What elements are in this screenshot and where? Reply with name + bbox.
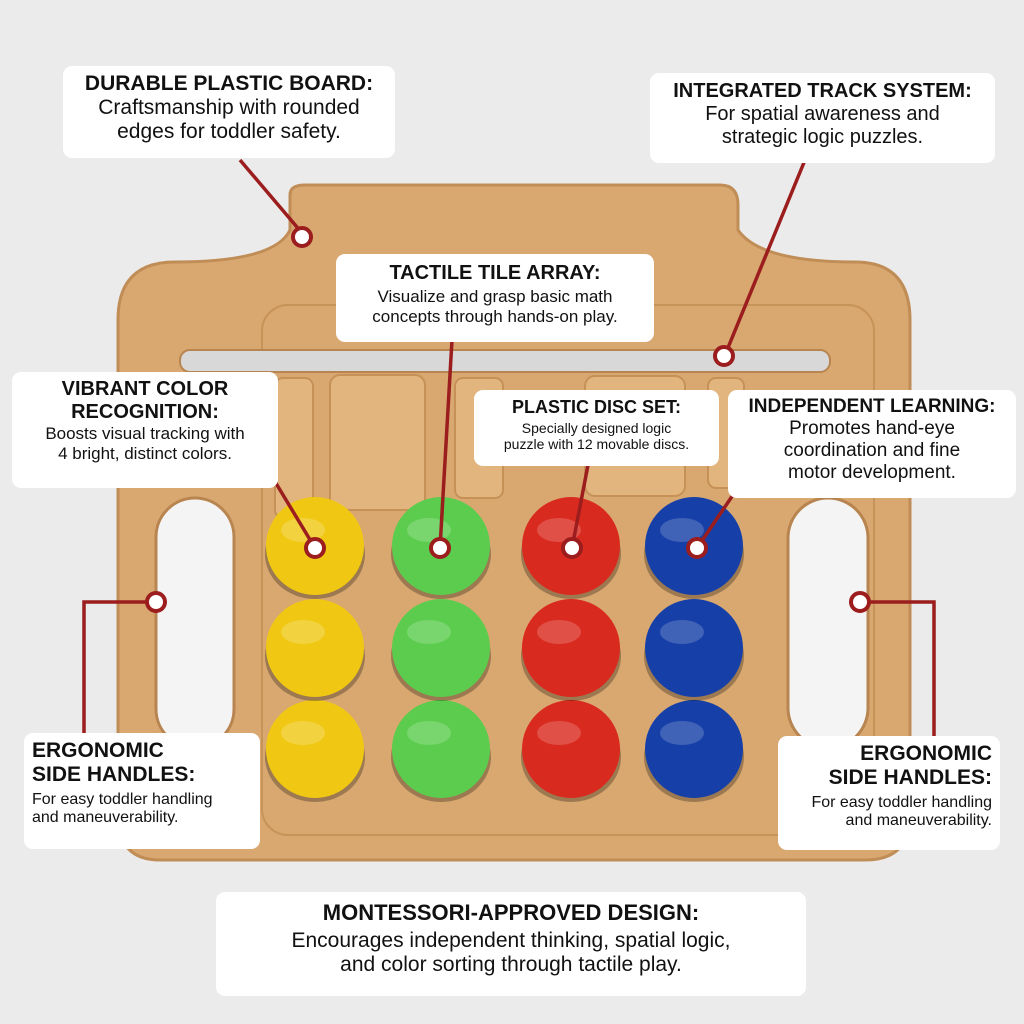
marker-dot [713, 345, 735, 367]
disc-highlight [537, 518, 581, 542]
callout-durable-board: DURABLE PLASTIC BOARD: Craftsmanship wit… [63, 66, 395, 158]
callout-body: For easy toddler handling [811, 794, 992, 811]
track-slot [179, 349, 831, 373]
callout-title: TACTILE TILE ARRAY: [389, 262, 601, 284]
tile [329, 374, 426, 511]
callout-body: Encourages independent thinking, spatial… [291, 929, 731, 952]
right-handle-hole [786, 496, 870, 750]
left-handle-hole [154, 496, 236, 750]
callout-title: VIBRANT COLOR [61, 378, 229, 400]
red-disc[interactable] [522, 599, 620, 697]
green-disc[interactable] [392, 599, 490, 697]
callout-handles-left: ERGONOMIC SIDE HANDLES: For easy toddler… [24, 733, 260, 849]
disc-highlight [660, 721, 704, 745]
callout-tactile-array: TACTILE TILE ARRAY: Visualize and grasp … [336, 254, 654, 342]
disc-highlight [407, 721, 451, 745]
callout-body: strategic logic puzzles. [721, 126, 924, 148]
green-disc[interactable] [392, 700, 490, 798]
callout-title: PLASTIC DISC SET: [511, 397, 681, 417]
disc-highlight [537, 620, 581, 644]
callout-body: edges for toddler safety. [117, 120, 341, 143]
leader-lines [82, 158, 936, 736]
callout-handles-right: ERGONOMIC SIDE HANDLES: For easy toddler… [778, 736, 1000, 850]
callout-title: MONTESSORI-APPROVED DESIGN: [322, 900, 700, 925]
callout-title: INDEPENDENT LEARNING: [748, 396, 996, 417]
leader-line-track [723, 159, 807, 356]
callout-body: concepts through hands-on play. [372, 307, 618, 326]
callout-body: For easy toddler handling [32, 791, 213, 808]
callout-body: For spatial awareness and [705, 103, 940, 125]
callout-body: coordination and fine [783, 440, 961, 461]
yellow-disc[interactable] [266, 700, 364, 798]
disc-set [265, 497, 744, 802]
blue-disc[interactable] [645, 700, 743, 798]
disc-highlight [407, 620, 451, 644]
callout-body: Boosts visual tracking with [45, 424, 245, 443]
disc-highlight [281, 620, 325, 644]
callout-montessori: MONTESSORI-APPROVED DESIGN: Encourages i… [216, 892, 806, 996]
callout-title: SIDE HANDLES: [32, 763, 196, 786]
callout-disc-set: PLASTIC DISC SET: Specially designed log… [474, 390, 719, 466]
callout-track-system: INTEGRATED TRACK SYSTEM: For spatial awa… [650, 73, 995, 163]
red-disc[interactable] [522, 700, 620, 798]
tile [274, 377, 314, 519]
leader-line-tactile [438, 339, 454, 549]
marker-dot [304, 537, 326, 559]
callout-body: puzzle with 12 movable discs. [503, 436, 690, 452]
marker-dot [561, 537, 583, 559]
callout-body: and maneuverability. [845, 812, 992, 829]
disc-highlight [660, 620, 704, 644]
marker-dot [145, 591, 167, 613]
leader-line-durable [238, 158, 304, 235]
yellow-disc[interactable] [266, 599, 364, 697]
callout-body: Craftsmanship with rounded [98, 96, 360, 119]
callout-body: Specially designed logic [521, 420, 672, 436]
callout-body: and maneuverability. [32, 809, 179, 826]
marker-dot [291, 226, 313, 248]
leader-line-handle-left [82, 600, 146, 736]
callout-independent-learning: INDEPENDENT LEARNING: Promotes hand-eye … [728, 390, 1016, 498]
leader-line-independent [695, 491, 737, 549]
disc-highlight [537, 721, 581, 745]
callout-body: Visualize and grasp basic math [377, 287, 613, 306]
callout-title: SIDE HANDLES: [828, 766, 992, 789]
blue-disc[interactable] [645, 599, 743, 697]
disc-highlight [660, 518, 704, 542]
leader-line-handle-right [870, 600, 936, 736]
callout-title: ERGONOMIC [860, 742, 992, 765]
marker-dot [849, 591, 871, 613]
disc-highlight [281, 721, 325, 745]
leader-line-disc [570, 464, 590, 549]
callout-body: motor development. [788, 462, 956, 483]
callout-title: INTEGRATED TRACK SYSTEM: [673, 80, 972, 102]
callout-body: Promotes hand-eye [789, 418, 955, 439]
callout-body: 4 bright, distinct colors. [58, 444, 232, 463]
marker-dot [429, 537, 451, 559]
callout-vibrant-color: VIBRANT COLOR RECOGNITION: Boosts visual… [12, 372, 278, 488]
callout-title: ERGONOMIC [32, 739, 164, 762]
callout-title: DURABLE PLASTIC BOARD: [84, 72, 374, 95]
marker-dot [686, 537, 708, 559]
callout-body: and color sorting through tactile play. [340, 953, 682, 976]
marker-dots [145, 226, 871, 613]
callout-title: RECOGNITION: [71, 401, 219, 423]
